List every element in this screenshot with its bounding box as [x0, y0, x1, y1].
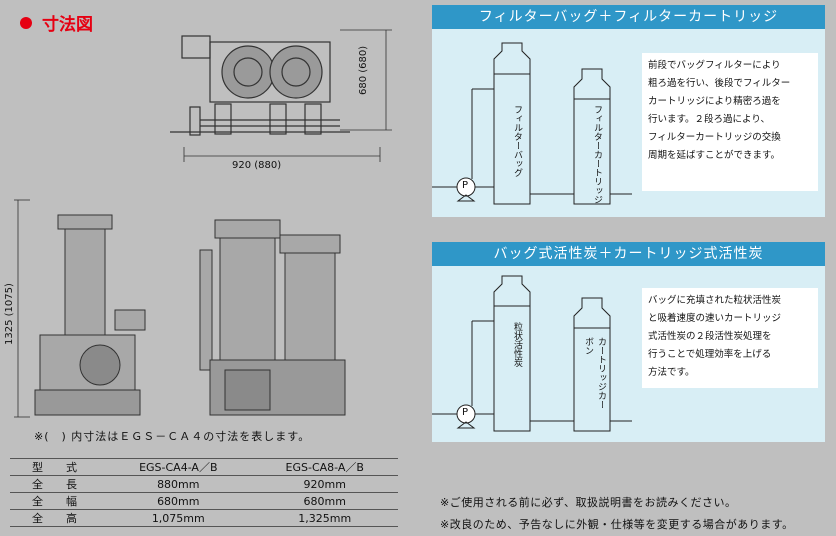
panel-activated-carbon: バッグ式活性炭＋カートリッジ式活性炭 P 粒状活性炭 カートリッジカーボン バッ…: [432, 242, 825, 442]
vessel1-label: フィルターバッグ: [512, 105, 522, 177]
table-header-cell: 型 式: [10, 458, 106, 476]
panel-header: フィルターバッグ＋フィルターカートリッジ: [432, 5, 825, 29]
dim-height-tall-label: 1325 (1075): [4, 283, 15, 345]
table-cell: 880mm: [105, 475, 252, 493]
table-cell: 全 幅: [10, 492, 106, 510]
top-view-drawing: [170, 29, 392, 162]
table-cell: 全 高: [10, 509, 106, 527]
desc-line: 周期を延ばすことができます。: [648, 150, 781, 161]
table-cell: 1,325mm: [251, 509, 398, 527]
dim-width-label: 920 (880): [232, 160, 282, 171]
table-cell: 1,075mm: [105, 509, 252, 527]
bullet-dot-icon: [20, 16, 32, 29]
panel-bag-cartridge: フィルターバッグ＋フィルターカートリッジ P フィルターバッグ フィルターカート…: [432, 5, 825, 217]
page-title-text: 寸法図: [42, 15, 93, 35]
desc-line: 行います。２段ろ過により、: [648, 114, 770, 125]
panel-description: 前段でバッグフィルターにより 粗ろ過を行い、後段でフィルター カートリッジにより…: [642, 53, 818, 191]
table-header-cell: EGS-CA8-A／B: [251, 458, 398, 476]
table-row: 全 幅 680mm 680mm: [10, 492, 398, 510]
desc-line: 粗ろ過を行い、後段でフィルター: [648, 78, 791, 89]
dimension-note: ※( ) 内寸法はＥＧＳ－ＣＡ４の寸法を表します。: [34, 430, 311, 443]
process-diagram: [432, 42, 632, 205]
table-cell: 680mm: [251, 492, 398, 510]
vessel1-label: 粒状活性炭: [512, 322, 522, 367]
desc-line: カートリッジにより精密ろ過を: [648, 96, 781, 107]
page-title: 寸法図: [20, 10, 93, 35]
table-cell: 920mm: [251, 475, 398, 493]
table-cell: 680mm: [105, 492, 252, 510]
side-view-drawing: [14, 199, 346, 418]
desc-line: 前段でバッグフィルターにより: [648, 60, 781, 71]
desc-line: バッグに充填された粒状活性炭: [648, 295, 782, 306]
desc-line: 行うことで処理効率を上げる: [648, 349, 772, 360]
note-line: ※ご使用される前に必ず、取扱説明書をお読みください。: [440, 496, 737, 509]
table-cell: 全 長: [10, 475, 106, 493]
panel-description: バッグに充填された粒状活性炭 と吸着速度の速いカートリッジ 式活性炭の２段活性炭…: [642, 288, 818, 388]
panel-header: バッグ式活性炭＋カートリッジ式活性炭: [432, 242, 825, 266]
pump-label: P: [462, 407, 469, 418]
spec-table: 型 式 EGS-CA4-A／B EGS-CA8-A／B 全 長 880mm 92…: [10, 458, 398, 527]
bottom-notes: ※ご使用される前に必ず、取扱説明書をお読みください。 ※改良のため、予告なしに外…: [440, 492, 794, 536]
process-diagram: [432, 275, 632, 432]
desc-line: 式活性炭の２段活性炭処理を: [648, 331, 772, 342]
vessel2-label: カートリッジカーボン: [583, 337, 606, 409]
note-line: ※改良のため、予告なしに外観・仕様等を変更する場合があります。: [440, 518, 794, 531]
dim-height-small-label: 680 (680): [358, 45, 369, 95]
desc-line: と吸着速度の速いカートリッジ: [648, 313, 782, 324]
table-row: 全 長 880mm 920mm: [10, 475, 398, 493]
table-header-cell: EGS-CA4-A／B: [105, 458, 252, 476]
desc-line: 方法です。: [648, 367, 695, 378]
table-row: 全 高 1,075mm 1,325mm: [10, 509, 398, 527]
table-header-row: 型 式 EGS-CA4-A／B EGS-CA8-A／B: [10, 458, 398, 476]
desc-line: フィルターカートリッジの交換: [648, 132, 781, 143]
vessel2-label: フィルターカートリッジ: [592, 105, 602, 204]
pump-label: P: [462, 180, 469, 191]
